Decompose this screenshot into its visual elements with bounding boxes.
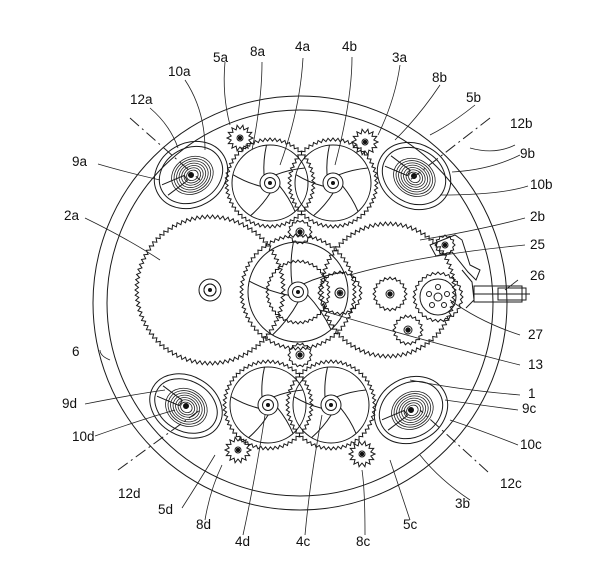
balance-10c	[373, 375, 449, 445]
label-1: 1	[528, 386, 536, 401]
label-26: 26	[530, 268, 545, 283]
label-5b: 5b	[466, 90, 481, 105]
outer-plate-ring	[92, 95, 508, 511]
label-8c: 8c	[356, 534, 371, 549]
wheel-4b	[287, 137, 379, 229]
lower-pinion	[287, 342, 313, 368]
label-4d: 4d	[235, 534, 250, 549]
winding-wheel	[372, 276, 408, 312]
label-8a: 8a	[250, 44, 266, 59]
label-10a: 10a	[168, 64, 191, 79]
label-10b: 10b	[530, 177, 553, 192]
escape-8a	[225, 124, 255, 152]
axis-12d	[117, 409, 201, 471]
label-3b: 3b	[455, 496, 470, 511]
label-2b: 2b	[530, 209, 545, 224]
label-12d: 12d	[118, 486, 141, 501]
label-5d: 5d	[158, 502, 173, 517]
label-9c: 9c	[522, 401, 537, 416]
balance-10a	[153, 140, 229, 210]
label-2a: 2a	[64, 208, 80, 223]
crown-wheel	[412, 271, 464, 323]
label-8b: 8b	[432, 70, 447, 85]
leader-lines	[84, 56, 529, 536]
balance-10b	[376, 141, 452, 211]
label-12b: 12b	[510, 116, 533, 131]
barrel-2a	[134, 214, 286, 366]
crown-hole	[426, 291, 432, 297]
label-5c: 5c	[403, 517, 418, 532]
label-4b: 4b	[342, 39, 357, 54]
label-4a: 4a	[295, 39, 311, 54]
upper-pinion	[287, 219, 313, 245]
axis-12b	[409, 117, 491, 181]
label-9d: 9d	[62, 396, 77, 411]
inner-plate-ring	[106, 109, 494, 497]
wheel-4d	[222, 359, 314, 451]
escape-8c	[347, 440, 377, 468]
winding-stem	[461, 269, 530, 309]
center-pinion-wheel	[265, 259, 331, 325]
balance-10d	[149, 373, 223, 439]
label-27: 27	[528, 327, 543, 342]
reference-labels: 12a 10a 5a 8a 4a 4b 3a 8b 5b 12b 9b 10b …	[62, 39, 553, 549]
crown-hole	[444, 291, 450, 297]
label-4c: 4c	[296, 534, 311, 549]
label-3a: 3a	[392, 50, 408, 65]
label-6: 6	[72, 344, 80, 359]
label-9a: 9a	[72, 154, 88, 169]
label-25: 25	[530, 237, 545, 252]
label-10c: 10c	[520, 437, 542, 452]
intermediate-wheel	[317, 270, 363, 316]
barrel-2a-arbor	[203, 283, 217, 297]
wheel-4c	[285, 359, 377, 451]
label-9b: 9b	[520, 146, 535, 161]
crown-hole	[441, 302, 447, 308]
label-12a: 12a	[130, 92, 153, 107]
escape-8b	[350, 128, 380, 156]
crown-hole	[435, 284, 441, 290]
label-13: 13	[528, 357, 543, 372]
escape-8d	[223, 436, 253, 464]
wheel-group	[222, 124, 464, 468]
axis-12c	[419, 409, 489, 473]
label-12c: 12c	[500, 476, 522, 491]
label-5a: 5a	[213, 50, 229, 65]
balance-group	[149, 140, 452, 445]
lever	[429, 234, 481, 281]
crown-hole	[429, 302, 435, 308]
ratchet-pinion	[392, 314, 424, 346]
label-10d: 10d	[72, 429, 95, 444]
label-8d: 8d	[196, 517, 211, 532]
axis-12a	[129, 117, 201, 181]
